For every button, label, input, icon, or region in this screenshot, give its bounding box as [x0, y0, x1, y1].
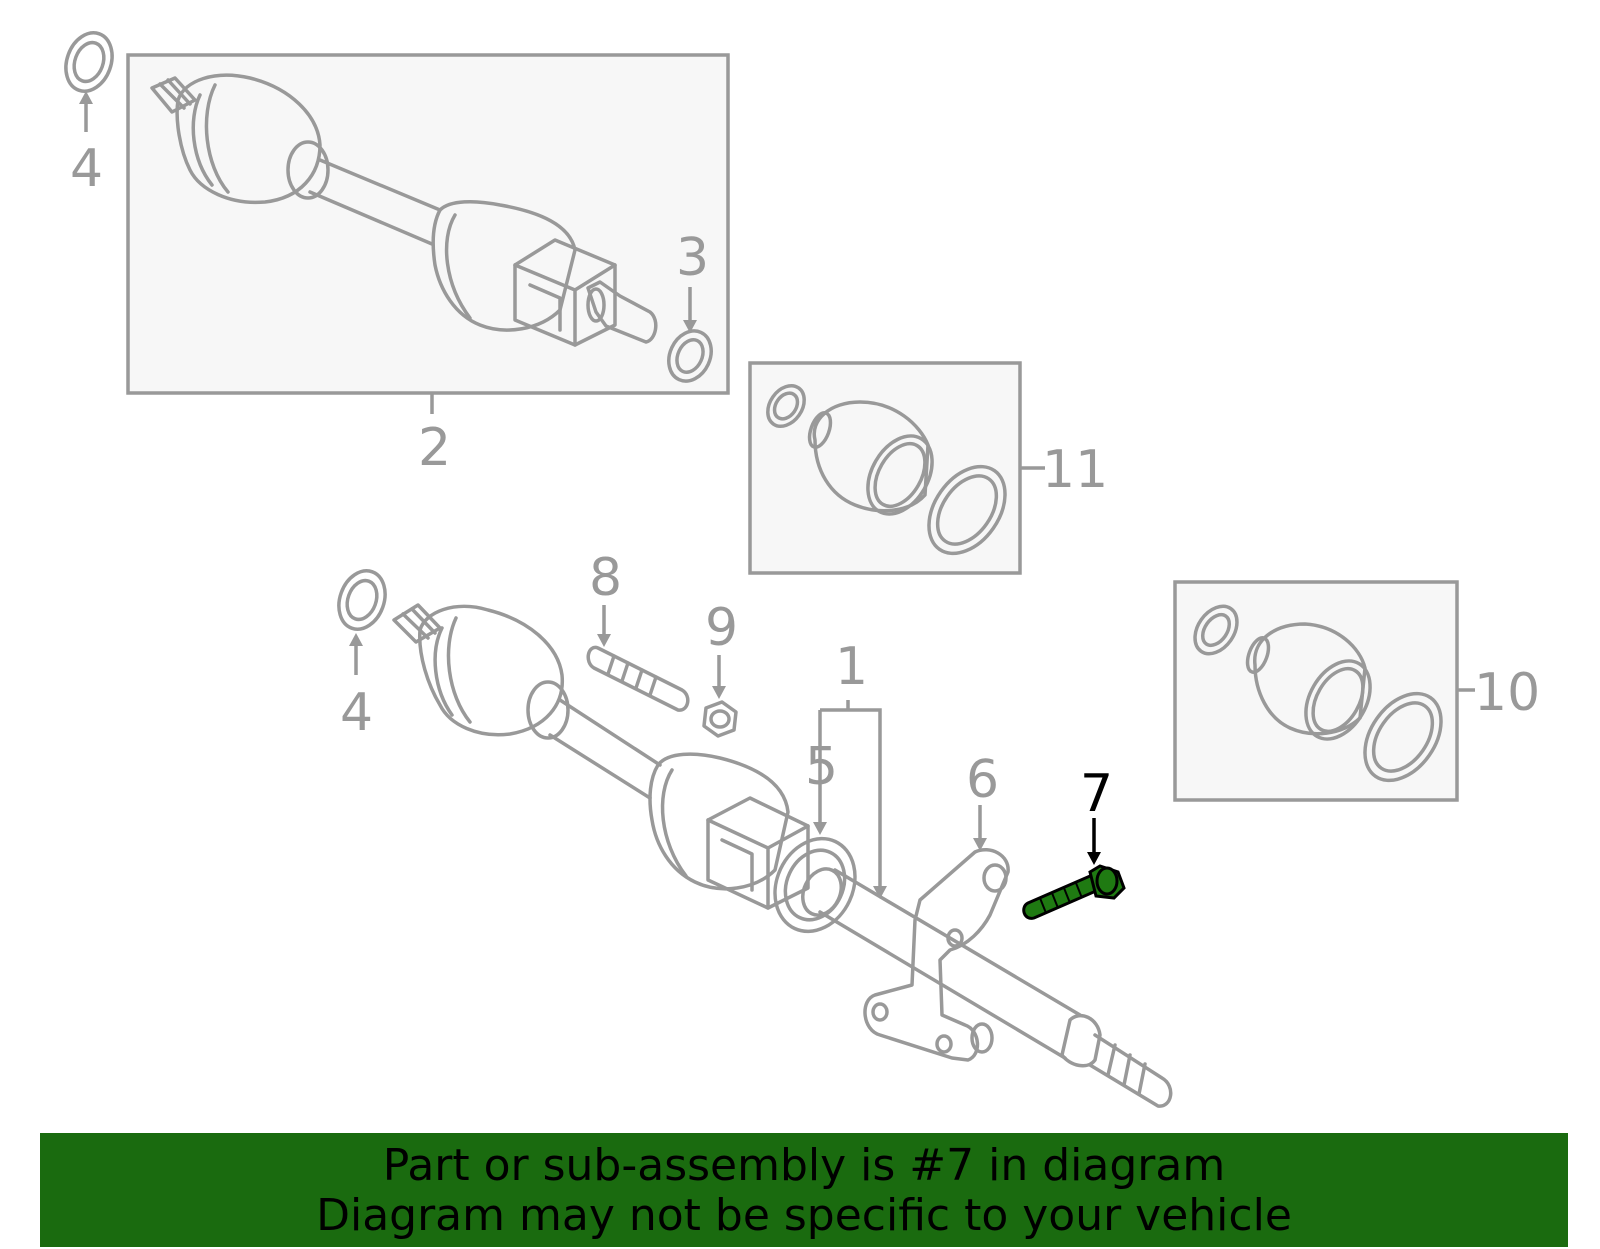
washer-4-bottom: [337, 569, 387, 631]
arrowhead-7: [1087, 852, 1101, 865]
callout-3: 3: [676, 228, 709, 288]
washer-4-top: [64, 31, 114, 93]
callout-4-top: 4: [70, 139, 103, 199]
callout-5: 5: [805, 737, 838, 797]
washer-3: [667, 329, 713, 383]
callout-7: 7: [1080, 764, 1113, 824]
axle-assembly-lower: [392, 603, 1173, 1108]
boot-kit-10: [1193, 604, 1443, 783]
callout-2: 2: [418, 418, 451, 478]
arrowhead-4-bottom: [349, 633, 363, 646]
callout-1: 1: [835, 637, 868, 697]
axle-assembly-upper: [150, 73, 658, 347]
callout-6: 6: [966, 750, 999, 810]
callout-9: 9: [705, 598, 738, 658]
arrowhead-5: [813, 822, 827, 835]
banner-line-2: Diagram may not be specific to your vehi…: [316, 1190, 1292, 1241]
callout-4-bottom: 4: [340, 683, 373, 743]
arrowhead-1: [873, 886, 887, 899]
nut-9: [702, 700, 738, 738]
arrowhead-6: [973, 838, 987, 851]
arrowhead-4-top: [79, 91, 93, 104]
arrowhead-8: [597, 634, 611, 647]
banner-line-1: Part or sub-assembly is #7 in diagram: [382, 1140, 1226, 1191]
stud-8: [586, 645, 690, 712]
callout-8: 8: [589, 548, 622, 608]
arrowhead-9: [712, 686, 726, 699]
boot-kit-11: [766, 384, 1007, 556]
callout-11: 11: [1042, 440, 1108, 500]
arrowhead-3: [683, 320, 697, 333]
assembly-box-2: [126, 53, 730, 395]
info-banner: Part or sub-assembly is #7 in diagram Di…: [40, 1133, 1568, 1247]
callout-10: 10: [1474, 663, 1540, 723]
bolt-7-highlighted: [1022, 864, 1126, 920]
